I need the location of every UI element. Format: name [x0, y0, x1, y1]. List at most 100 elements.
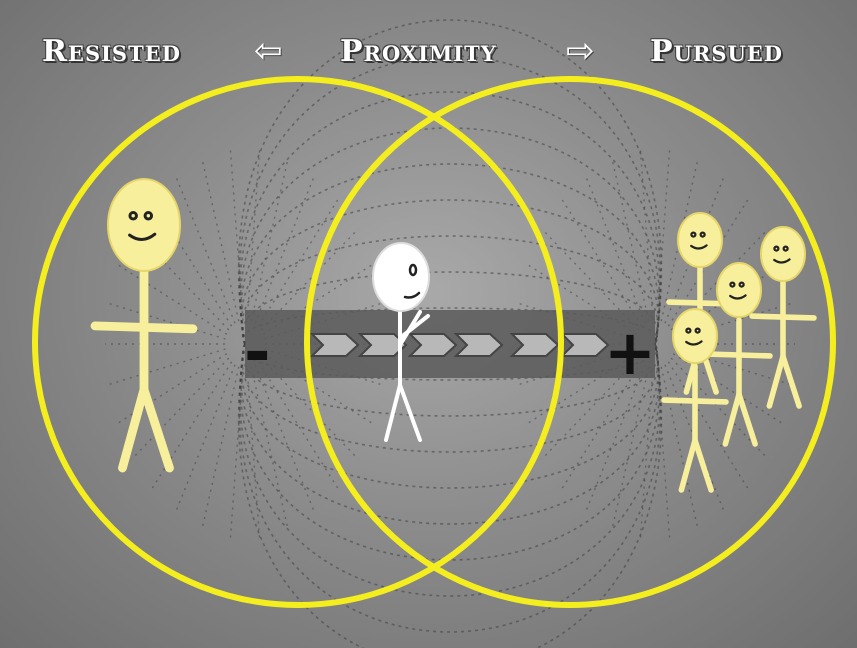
field-line: [260, 357, 359, 460]
field-line: [241, 199, 659, 345]
figure-mouth: [685, 340, 703, 346]
label-pursued: Pursued: [650, 34, 784, 69]
positive-pole-sign: +: [604, 316, 656, 389]
left-arrow-icon: ⇦: [254, 31, 283, 71]
field-line: [250, 157, 289, 322]
field-line: [174, 173, 236, 324]
field-line: [238, 55, 662, 345]
field-line: [560, 197, 643, 327]
figure-eye: [408, 263, 418, 277]
figure-leg: [678, 437, 698, 493]
figure-arms: [661, 397, 729, 405]
figure-arms: [90, 321, 198, 334]
figure-mouth: [128, 232, 157, 241]
figure-arms: [749, 313, 817, 321]
label-proximity: Proximity: [340, 34, 497, 69]
field-line: [201, 366, 240, 531]
figure-eye: [729, 281, 736, 288]
negative-pole-sign: -: [244, 316, 271, 390]
field-line: [257, 197, 340, 327]
field-line: [239, 343, 661, 597]
field-line: [241, 235, 659, 345]
figure-mouth: [729, 294, 747, 300]
field-line: [541, 357, 640, 460]
field-line: [246, 367, 261, 539]
field-line: [584, 364, 646, 515]
field-line: [131, 228, 230, 331]
chevron-arrow-icon: [407, 333, 458, 357]
left-circle: [32, 76, 564, 608]
figure-eye: [685, 327, 692, 334]
field-line: [656, 367, 671, 539]
figure-eye: [782, 245, 789, 252]
field-line: [254, 173, 316, 324]
figure-head: [760, 226, 806, 282]
field-line: [237, 343, 663, 648]
figure-resisted: [90, 178, 198, 473]
figure-leg: [722, 391, 742, 447]
field-line: [174, 364, 236, 515]
figure-mouth: [403, 291, 421, 299]
figure-leg: [384, 383, 402, 442]
figure-pursuer: [705, 262, 773, 447]
figure-arms: [705, 351, 773, 359]
field-line: [239, 91, 661, 345]
figure-leg: [780, 353, 802, 409]
figure-head: [107, 178, 181, 272]
figure-leg: [118, 385, 149, 473]
field-line: [241, 343, 659, 489]
chevron-arrow-icon: [509, 333, 560, 357]
field-line: [150, 361, 233, 491]
chevron-arrow-icon: [453, 333, 504, 357]
field-line: [664, 364, 726, 515]
field-line: [242, 343, 658, 381]
figure-arms: [398, 310, 422, 347]
field-line: [237, 19, 663, 345]
field-line: [246, 149, 261, 321]
field-line: [241, 343, 659, 453]
field-line: [116, 263, 228, 335]
field-line: [229, 149, 244, 321]
figure-eye: [738, 281, 745, 288]
label-resisted: Resisted: [42, 34, 181, 69]
figure-approaching: [372, 242, 430, 442]
field-line: [584, 173, 646, 324]
field-line: [240, 163, 660, 345]
field-line: [241, 271, 659, 345]
field-line: [250, 366, 289, 531]
figure-leg: [736, 391, 758, 447]
field-line: [238, 343, 662, 633]
right-circle: [304, 76, 836, 608]
chevron-arrow-icon: [559, 333, 610, 357]
figure-eye: [128, 211, 138, 221]
field-line: [541, 228, 640, 331]
chevron-arrow-icon: [309, 333, 360, 357]
figure-head: [716, 262, 762, 318]
field-line: [670, 357, 769, 460]
field-line: [254, 364, 316, 515]
figure-leg: [692, 437, 714, 493]
field-line: [131, 357, 230, 460]
figure-mouth: [690, 244, 708, 250]
figure-pursuer: [749, 226, 817, 409]
attraction-arrows: [309, 333, 610, 357]
figure-head: [672, 308, 718, 364]
figure-eye: [773, 245, 780, 252]
right-arrow-icon: ⇨: [566, 31, 595, 71]
field-line: [656, 149, 671, 321]
field-line: [639, 149, 654, 321]
figure-eye: [699, 231, 706, 238]
field-line: [116, 353, 228, 425]
figure-leg: [139, 385, 174, 473]
field-line: [664, 173, 726, 324]
figure-eye: [694, 327, 701, 334]
figure-leg: [766, 353, 786, 409]
figure-head: [677, 212, 723, 268]
figure-leg: [398, 383, 422, 442]
figure-pursuer: [661, 308, 729, 493]
chevron-arrow-icon: [357, 333, 408, 357]
figure-mouth: [773, 258, 791, 264]
field-line: [241, 343, 659, 417]
